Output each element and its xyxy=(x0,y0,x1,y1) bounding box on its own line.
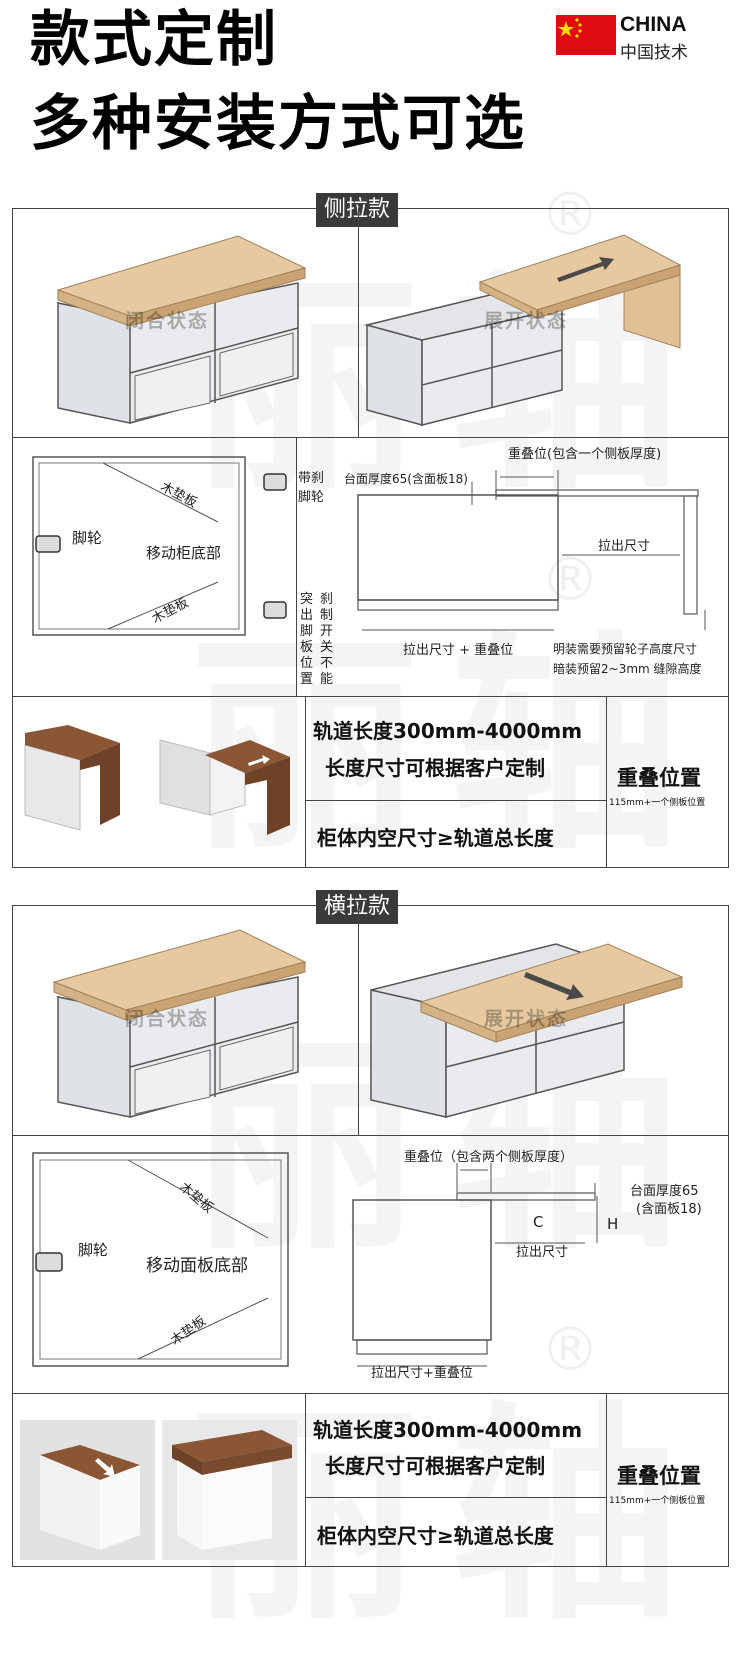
protrude-char: 能 xyxy=(320,672,334,687)
horizontal-pull-caster-label: 脚轮 xyxy=(78,1241,109,1259)
page-title-line-2: 多种安装方式可选 xyxy=(30,89,526,159)
side-pull-protrude-column-2: 刹 制 开 关 不 能 xyxy=(320,592,334,688)
protrude-char: 关 xyxy=(320,640,334,655)
side-pull-tag: 侧拉款 xyxy=(316,193,399,227)
page-title-line-1: 款式定制 xyxy=(30,5,278,75)
brand-watermark-mid: 丽轴 xyxy=(190,560,710,893)
side-pull-brake-caster-2: 脚轮 xyxy=(298,490,325,505)
side-pull-divider-2 xyxy=(12,696,729,697)
protrude-char: 刹 xyxy=(320,592,334,607)
side-pull-protrude-column-1: 突 出 脚 板 位 置 xyxy=(300,592,314,688)
horizontal-pull-bottom-center-label: 移动面板底部 xyxy=(146,1256,248,1276)
side-pull-top-thickness: 台面厚度65(含面板18) xyxy=(344,472,468,486)
side-pull-bottom-view-diagram xyxy=(32,456,287,636)
side-pull-overlap-label: 重叠位(包含一个侧板厚度) xyxy=(508,447,662,462)
horizontal-pull-pull-plus-overlap: 拉出尺寸+重叠位 xyxy=(371,1366,473,1381)
side-pull-spec-rail-length: 轨道长度300mm-4000mm xyxy=(313,719,583,743)
horizontal-pull-c-label: C xyxy=(533,1213,544,1231)
horizontal-pull-top-thickness-1: 台面厚度65 xyxy=(630,1184,699,1199)
side-pull-bottom-center-label: 移动柜底部 xyxy=(146,544,222,562)
horizontal-pull-product-photo-1 xyxy=(20,1420,155,1560)
horizontal-pull-spec-rail-length: 轨道长度300mm-4000mm xyxy=(313,1418,583,1442)
protrude-char: 出 xyxy=(300,608,314,623)
horizontal-pull-open-label: 展开状态 xyxy=(484,1008,569,1030)
registered-watermark-3: ® xyxy=(540,1315,600,1385)
horizontal-pull-spec-divider xyxy=(305,1497,606,1498)
side-pull-vdivider-top xyxy=(358,208,359,437)
side-pull-vdivider-bottom-1 xyxy=(305,696,306,868)
protrude-char: 开 xyxy=(320,624,334,639)
horizontal-pull-open-cabinet xyxy=(370,943,684,1118)
protrude-char: 位 xyxy=(300,656,314,671)
protrude-char: 置 xyxy=(300,672,314,687)
china-flag-icon xyxy=(556,15,616,55)
horizontal-pull-bottom-view-diagram xyxy=(32,1152,289,1367)
protrude-char: 制 xyxy=(320,608,334,623)
side-pull-closed-cabinet xyxy=(56,235,307,424)
horizontal-pull-spec-inner-size: 柜体内空尺寸≥轨道总长度 xyxy=(317,1524,554,1548)
side-pull-vdivider-bottom-2 xyxy=(606,696,607,868)
side-pull-open-label: 展开状态 xyxy=(484,310,569,332)
side-pull-note-1: 明装需要预留轮子高度尺寸 xyxy=(553,642,698,656)
side-pull-side-view-diagram xyxy=(357,470,706,631)
side-pull-vdivider-mid xyxy=(296,437,297,696)
side-pull-note-2: 暗装预留2~3mm 缝隙高度 xyxy=(553,662,702,676)
china-badge-subtext: 中国技术 xyxy=(620,43,688,63)
side-pull-product-photo-open xyxy=(159,739,290,835)
protrude-char: 板 xyxy=(300,640,314,655)
side-pull-open-cabinet xyxy=(364,234,682,426)
side-pull-spec-divider xyxy=(305,800,606,801)
horizontal-pull-top-thickness-2: (含面板18) xyxy=(636,1202,702,1217)
horizontal-pull-divider-2 xyxy=(12,1393,729,1394)
side-pull-overlap-note: 115mm+一个侧板位置 xyxy=(609,798,706,808)
horizontal-pull-vdivider-bottom-2 xyxy=(606,1393,607,1567)
horizontal-pull-overlap-title: 重叠位置 xyxy=(617,1464,701,1488)
horizontal-pull-vdivider-bottom-1 xyxy=(305,1393,306,1567)
horizontal-pull-closed-cabinet xyxy=(52,929,307,1118)
side-pull-spec-custom-length: 长度尺寸可根据客户定制 xyxy=(325,756,545,780)
side-pull-pull-plus-overlap: 拉出尺寸 + 重叠位 xyxy=(403,643,514,658)
side-pull-spec-inner-size: 柜体内空尺寸≥轨道总长度 xyxy=(317,826,554,850)
side-pull-divider-1 xyxy=(12,437,729,438)
horizontal-pull-tag: 横拉款 xyxy=(316,890,399,924)
protrude-char: 脚 xyxy=(300,624,314,639)
protrude-char: 突 xyxy=(300,592,314,607)
side-pull-caster-label: 脚轮 xyxy=(72,529,103,547)
registered-watermark-2: ® xyxy=(540,545,600,615)
side-pull-product-photo-closed xyxy=(24,725,120,831)
horizontal-pull-overlap-note: 115mm+一个侧板位置 xyxy=(609,1496,706,1506)
protrude-char: 不 xyxy=(320,656,334,671)
side-pull-brake-caster-1: 带刹 xyxy=(298,471,325,486)
horizontal-pull-side-view-diagram xyxy=(352,1163,598,1367)
horizontal-pull-overlap-label: 重叠位（包含两个侧板厚度） xyxy=(404,1150,574,1165)
china-badge-text: CHINA xyxy=(620,13,687,36)
horizontal-pull-divider-1 xyxy=(12,1135,729,1136)
side-pull-overlap-title: 重叠位置 xyxy=(617,766,701,790)
horizontal-pull-closed-label: 闭合状态 xyxy=(125,1008,210,1030)
horizontal-pull-spec-custom-length: 长度尺寸可根据客户定制 xyxy=(325,1454,545,1478)
horizontal-pull-h-label: H xyxy=(607,1215,619,1233)
horizontal-pull-vdivider-top xyxy=(358,905,359,1135)
side-pull-pull-size: 拉出尺寸 xyxy=(598,539,651,554)
horizontal-pull-product-photo-2 xyxy=(162,1420,297,1560)
side-pull-closed-label: 闭合状态 xyxy=(125,310,210,332)
registered-watermark-1: ® xyxy=(540,180,600,250)
horizontal-pull-pull-size: 拉出尺寸 xyxy=(516,1245,569,1260)
